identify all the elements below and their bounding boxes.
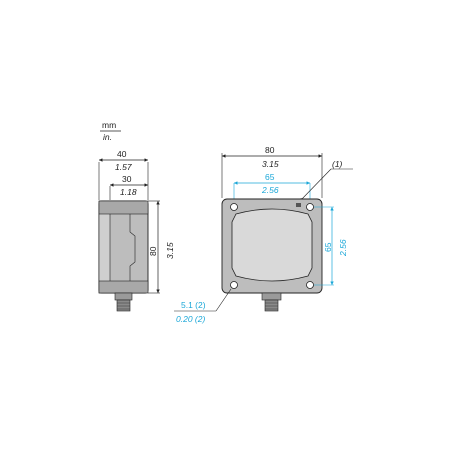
mounting-hole-bottom-right xyxy=(306,281,314,289)
units-legend: mm in. xyxy=(100,120,121,142)
hole-diameter-leader xyxy=(215,288,232,312)
mounting-hole-top-right xyxy=(306,203,314,211)
side-height-in: 3.15 xyxy=(165,242,175,259)
side-width-in: 1.57 xyxy=(115,162,132,172)
side-width-mm: 40 xyxy=(117,149,127,159)
unit-in-label: in. xyxy=(103,132,112,142)
front-width-in: 3.15 xyxy=(262,159,279,169)
side-face xyxy=(98,200,111,294)
front-width-mm: 80 xyxy=(265,145,275,155)
mounting-hole-bottom-left xyxy=(230,281,238,289)
side-inner-mm: 30 xyxy=(122,174,132,184)
front-hole-spacing-h-in: 2.56 xyxy=(261,185,279,195)
mounting-hole-top-left xyxy=(230,203,238,211)
side-view: 40 1.57 30 1.18 80 3.15 xyxy=(98,149,175,312)
front-hole-spacing-h-mm: 65 xyxy=(265,172,275,182)
front-view: 80 3.15 65 2.56 (1) 65 2.56 xyxy=(174,145,353,324)
side-inner-in: 1.18 xyxy=(120,187,137,197)
side-height-mm: 80 xyxy=(148,246,158,256)
note-ref-label: (1) xyxy=(332,159,343,169)
note-leader-line xyxy=(299,168,332,202)
front-connector-thread xyxy=(264,299,279,312)
sensing-face xyxy=(231,208,313,282)
front-hole-spacing-v-in: 2.56 xyxy=(338,239,348,257)
led-indicator xyxy=(296,203,301,207)
hole-diameter-mm: 5.1 (2) xyxy=(181,300,206,310)
hole-diameter-in: 0.20 (2) xyxy=(176,314,205,324)
front-hole-spacing-v-mm: 65 xyxy=(323,242,333,252)
unit-mm-label: mm xyxy=(102,120,116,130)
front-connector-nut xyxy=(261,292,282,301)
side-connector-nut xyxy=(114,292,133,301)
side-connector-thread xyxy=(116,299,131,312)
